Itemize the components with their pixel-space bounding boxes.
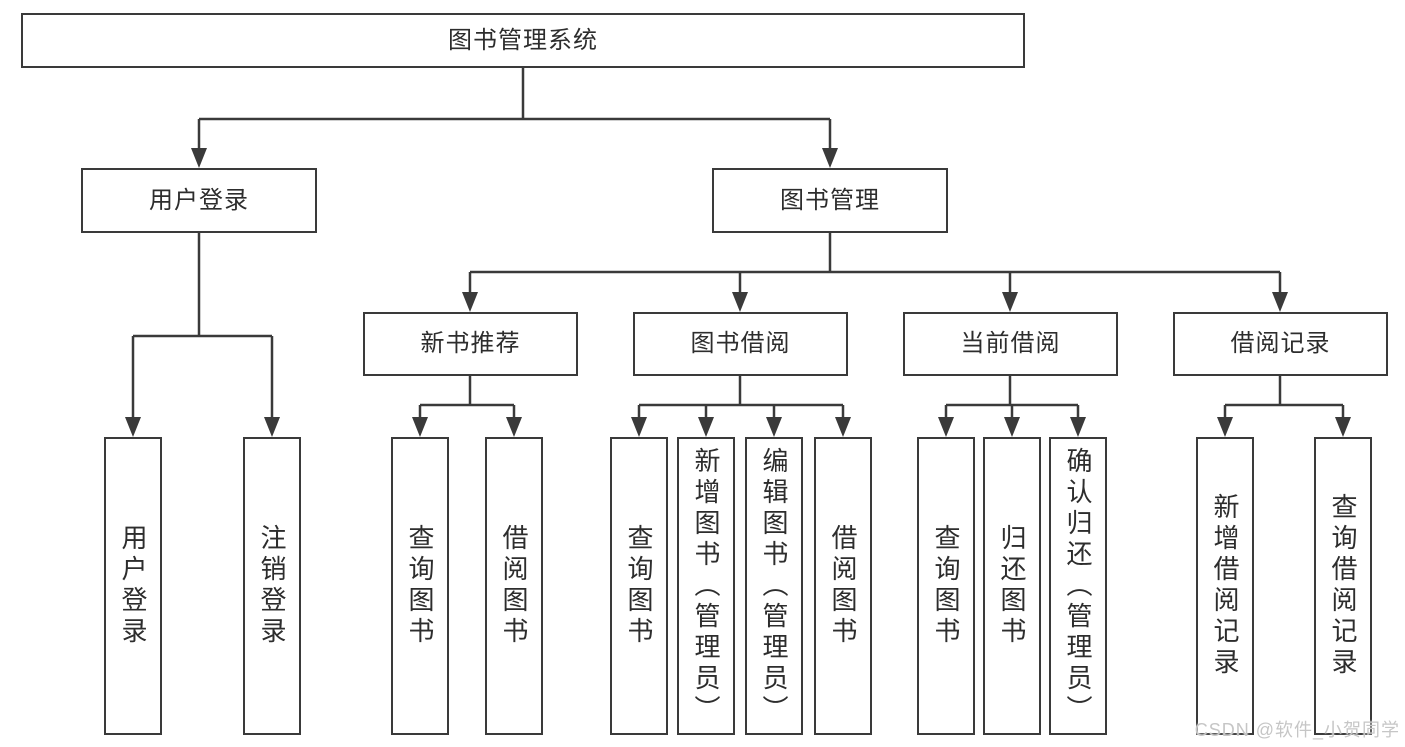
arrow-icon [822, 148, 838, 168]
node-leaf-edit-books-admin: 编辑图书（管理员） [745, 437, 803, 735]
node-label: 图书管理系统 [448, 26, 598, 54]
node-current-borrow: 当前借阅 [903, 312, 1118, 376]
node-label: 查询图书 [931, 524, 961, 648]
node-label: 归还图书 [997, 524, 1027, 648]
edge-bookmgmt-split [468, 233, 1282, 302]
arrow-icon [1004, 417, 1020, 437]
node-leaf-return-books: 归还图书 [983, 437, 1041, 735]
node-leaf-user-login: 用户登录 [104, 437, 162, 735]
arrow-icon [506, 417, 522, 437]
arrow-icon [412, 417, 428, 437]
arrow-icon [1070, 417, 1086, 437]
node-leaf-confirm-return-admin: 确认归还（管理员） [1049, 437, 1107, 735]
arrowheads [125, 148, 1351, 437]
node-leaf-query-books-2: 查询图书 [610, 437, 668, 735]
node-root-system: 图书管理系统 [21, 13, 1025, 68]
node-label: 借阅图书 [499, 524, 529, 648]
node-book-borrow: 图书借阅 [633, 312, 848, 376]
arrow-icon [1217, 417, 1233, 437]
arrow-icon [835, 417, 851, 437]
edge-newbook-split [418, 376, 516, 427]
node-book-management: 图书管理 [712, 168, 948, 233]
node-label: 新增图书（管理员） [691, 446, 721, 726]
node-leaf-query-books-1: 查询图书 [391, 437, 449, 735]
arrow-icon [1002, 292, 1018, 312]
node-label: 图书借阅 [690, 330, 791, 357]
node-leaf-query-borrow-record: 查询借阅记录 [1314, 437, 1372, 735]
arrow-icon [125, 417, 141, 437]
node-label: 借阅图书 [828, 524, 858, 648]
node-leaf-add-books-admin: 新增图书（管理员） [677, 437, 735, 735]
edge-userlogin-split [131, 233, 274, 427]
arrow-icon [698, 417, 714, 437]
node-leaf-add-borrow-record: 新增借阅记录 [1196, 437, 1254, 735]
arrow-icon [631, 417, 647, 437]
node-label: 新书推荐 [420, 330, 521, 357]
node-label: 用户登录 [149, 186, 249, 214]
node-label: 查询图书 [624, 524, 654, 648]
edge-current-split [944, 376, 1080, 427]
arrow-icon [732, 292, 748, 312]
edge-borrow-split [637, 376, 845, 427]
edge-root-split [197, 68, 832, 158]
node-label: 编辑图书（管理员） [759, 446, 789, 726]
node-leaf-query-books-3: 查询图书 [917, 437, 975, 735]
arrow-icon [766, 417, 782, 437]
node-label: 查询借阅记录 [1328, 493, 1358, 679]
node-leaf-borrow-books-1: 借阅图书 [485, 437, 543, 735]
node-label: 借阅记录 [1230, 330, 1331, 357]
node-user-login: 用户登录 [81, 168, 317, 233]
arrow-icon [938, 417, 954, 437]
arrow-icon [1272, 292, 1288, 312]
node-label: 新增借阅记录 [1210, 493, 1240, 679]
node-label: 注销登录 [257, 524, 287, 648]
arrow-icon [264, 417, 280, 437]
arrow-icon [1335, 417, 1351, 437]
node-label: 图书管理 [780, 186, 880, 214]
edge-records-split [1223, 376, 1345, 427]
arrow-icon [191, 148, 207, 168]
arrow-icon [462, 292, 478, 312]
node-label: 确认归还（管理员） [1063, 446, 1093, 726]
node-label: 查询图书 [405, 524, 435, 648]
node-label: 用户登录 [118, 524, 148, 648]
node-label: 当前借阅 [960, 330, 1061, 357]
node-borrow-records: 借阅记录 [1173, 312, 1388, 376]
node-new-book-recommend: 新书推荐 [363, 312, 578, 376]
node-leaf-logout: 注销登录 [243, 437, 301, 735]
node-leaf-borrow-books-2: 借阅图书 [814, 437, 872, 735]
